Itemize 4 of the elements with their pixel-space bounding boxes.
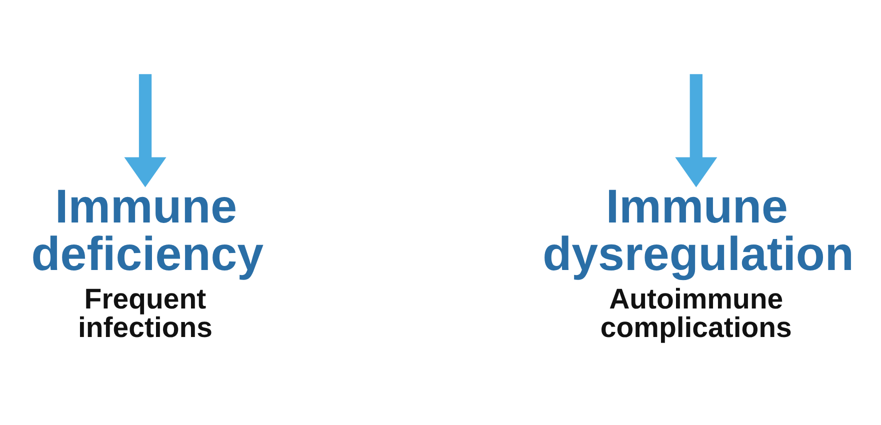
arrow bbox=[675, 74, 718, 187]
arrow bbox=[124, 74, 166, 187]
node-text: Immune dysregulation Autoimmune complications bbox=[542, 180, 854, 344]
node-text: Immune deficiency Frequent infections bbox=[31, 180, 264, 344]
